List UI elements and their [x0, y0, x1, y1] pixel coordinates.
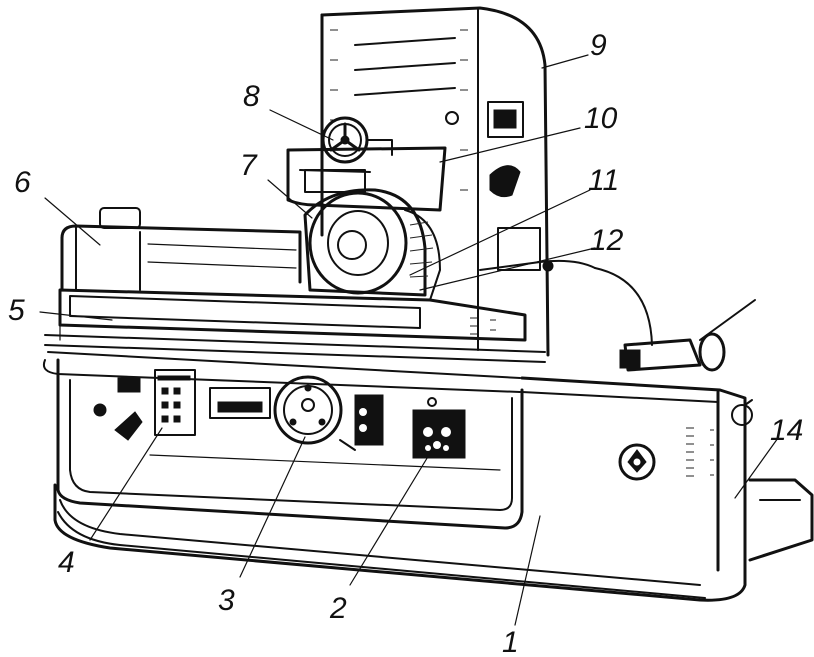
callout-5: 5 [8, 294, 25, 327]
work-table [44, 288, 546, 363]
control-box [354, 394, 466, 459]
leader-10 [439, 127, 581, 163]
callout-2: 2 [329, 592, 347, 625]
callout-11: 11 [588, 164, 619, 197]
leader-12 [419, 247, 596, 291]
leader-11 [409, 189, 591, 276]
right-cabinet [619, 299, 814, 562]
callout-10: 10 [584, 102, 618, 135]
coolant-pipe [479, 227, 653, 346]
leader-4 [89, 427, 163, 541]
callout-14: 14 [770, 414, 803, 447]
leader-lines [39, 54, 779, 626]
callout-9: 9 [590, 29, 607, 62]
leader-9 [541, 54, 589, 69]
leader-14 [734, 437, 779, 499]
callout-3: 3 [218, 584, 235, 617]
callout-12: 12 [590, 224, 624, 257]
wheelhead-slide [286, 146, 447, 212]
vertical-feed-handwheel [321, 116, 393, 164]
leader-1 [514, 515, 541, 626]
machine-bed [42, 351, 747, 602]
grinding-wheel-guard [303, 188, 441, 301]
leader-7 [267, 179, 313, 219]
callout-labels: 1 2 3 4 5 6 7 8 9 10 11 12 14 [8, 29, 803, 657]
leader-6 [44, 197, 101, 246]
callout-7: 7 [240, 149, 258, 182]
column [320, 6, 550, 357]
callout-4: 4 [58, 546, 75, 579]
traverse-handwheel [209, 375, 356, 451]
callout-1: 1 [502, 626, 519, 657]
leader-8 [269, 109, 334, 141]
callout-6: 6 [14, 166, 31, 199]
callout-8: 8 [243, 80, 260, 113]
control-panel [93, 369, 196, 441]
leader-5 [39, 311, 113, 321]
leader-3 [239, 436, 306, 578]
coolant-tank [60, 207, 302, 292]
leader-2 [349, 449, 433, 586]
